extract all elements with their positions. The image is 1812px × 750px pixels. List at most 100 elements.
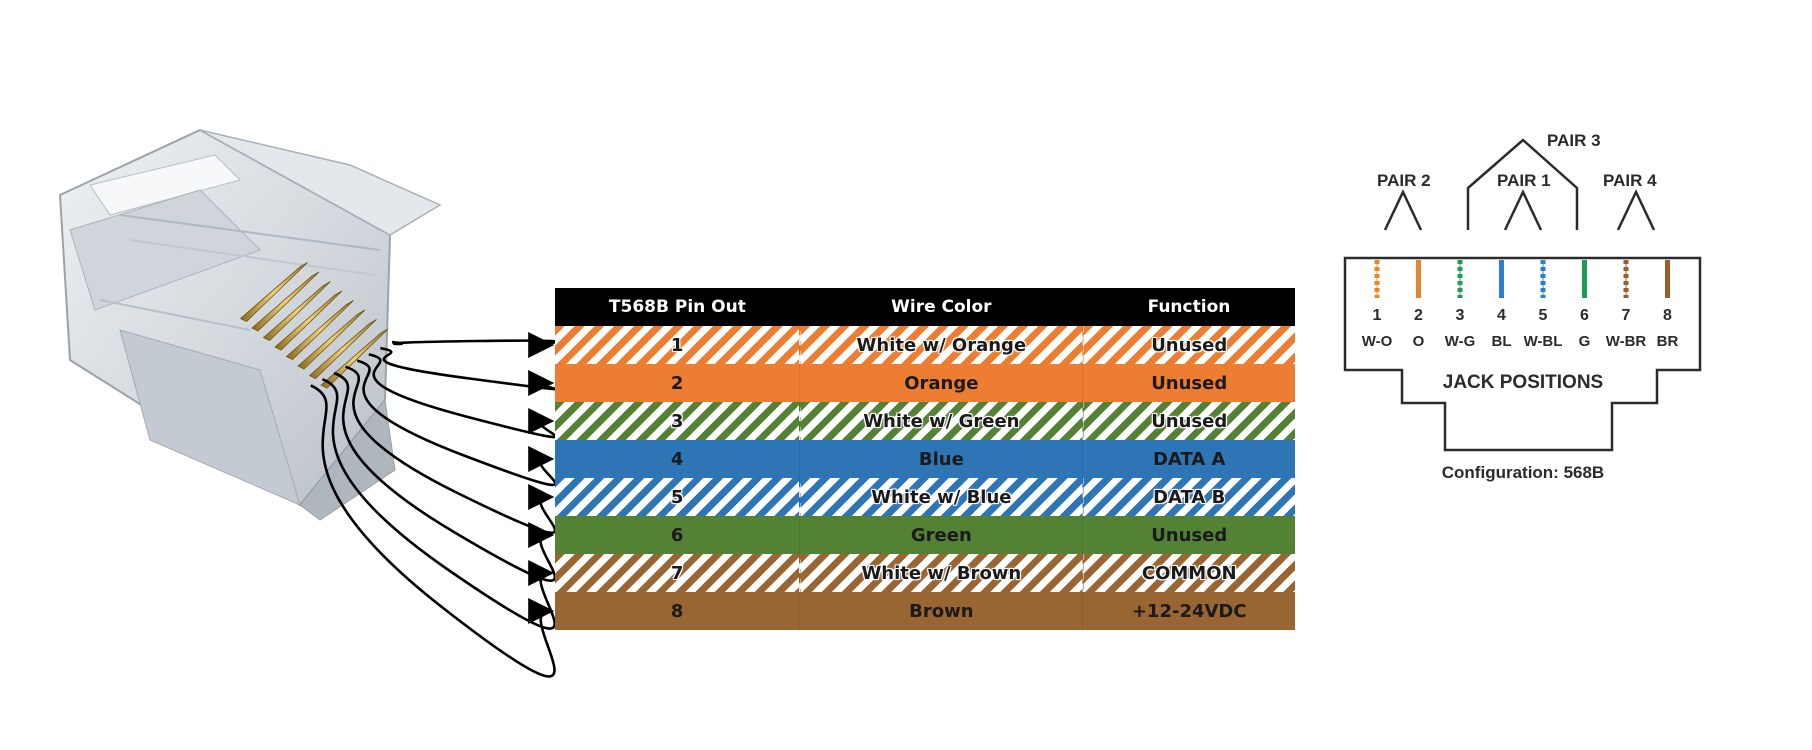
- wire-color-cell: Brown: [799, 592, 1083, 630]
- function-cell: Unused: [1082, 402, 1295, 440]
- jack-position-number: 1: [1373, 307, 1382, 324]
- function-cell-text: DATA B: [1153, 486, 1226, 508]
- wire-color-cell-text: White w/ Brown: [861, 562, 1022, 584]
- pair-4-label: PAIR 4: [1603, 171, 1657, 190]
- header-function: Function: [1082, 288, 1295, 326]
- pin-arrow: [333, 371, 557, 582]
- header-wire-color: Wire Color: [799, 288, 1083, 326]
- jack-position-number: 2: [1414, 307, 1423, 324]
- wire-color-cell-text: White w/ Blue: [871, 486, 1012, 508]
- pin-cell-text: 1: [670, 334, 684, 356]
- pin-arrow: [345, 365, 557, 535]
- function-cell-text: Unused: [1151, 410, 1228, 432]
- pair-brackets: [1383, 138, 1656, 231]
- pin-cell-text: 2: [670, 372, 684, 394]
- jack-position: 1W-O: [1362, 260, 1393, 350]
- jack-position: 7W-BR: [1606, 260, 1647, 350]
- wire-color-cell: White w/ Green: [799, 402, 1083, 440]
- jack-position: 4BL: [1492, 260, 1512, 350]
- jack-position: 3W-G: [1445, 260, 1476, 350]
- table-row: 6 Green Unused: [555, 516, 1295, 554]
- wire-color-cell: Green: [799, 516, 1083, 554]
- table-row: 1 White w/ Orange Unused: [555, 326, 1295, 364]
- gold-contact: [239, 262, 308, 322]
- function-cell-text: Unused: [1151, 524, 1228, 546]
- table-row: 2 Orange Unused: [555, 364, 1295, 402]
- pin-cell-text: 8: [670, 600, 684, 622]
- plug-gold-contacts: [239, 262, 389, 389]
- jack-position-code: W-BL: [1524, 333, 1563, 350]
- header-pin-out: T568B Pin Out: [555, 288, 800, 326]
- pin-cell: 4: [555, 440, 800, 478]
- pin-cell: 3: [555, 402, 800, 440]
- pin-cell: 7: [555, 554, 800, 592]
- table-row: 7 White w/ Brown COMMON: [555, 554, 1295, 592]
- table-header-row: T568B Pin Out Wire Color Function: [555, 288, 1295, 326]
- jack-position-code: O: [1413, 333, 1425, 350]
- function-cell: +12-24VDC: [1082, 592, 1295, 630]
- pair-3-label: PAIR 3: [1547, 131, 1601, 150]
- function-cell: COMMON: [1082, 554, 1295, 592]
- jack-position-code: W-G: [1445, 333, 1476, 350]
- pin-arrow: [380, 346, 558, 397]
- jack-position: 2O: [1413, 260, 1425, 350]
- jack-position-number: 7: [1622, 307, 1631, 324]
- rj45-plug-illustration: [58, 128, 442, 521]
- jack-position: 8BR: [1657, 260, 1679, 350]
- pin-cell: 6: [555, 516, 800, 554]
- function-cell: DATA B: [1082, 478, 1295, 516]
- pin-arrow: [391, 331, 558, 358]
- jack-position-number: 4: [1497, 307, 1506, 324]
- jack-position-code: W-O: [1362, 333, 1393, 350]
- pair-2-bracket: [1383, 189, 1423, 231]
- wire-color-cell-text: Brown: [909, 600, 974, 622]
- gold-contact: [274, 290, 343, 351]
- gold-contact: [297, 309, 366, 370]
- jack-positions-label: JACK POSITIONS: [1443, 372, 1603, 393]
- jack-outline: [1343, 256, 1702, 452]
- wire-color-cell-text: White w/ Green: [863, 410, 1020, 432]
- function-cell-text: COMMON: [1141, 562, 1237, 584]
- function-cell: Unused: [1082, 516, 1295, 554]
- configuration-label: Configuration: 568B: [1442, 463, 1604, 482]
- function-cell-text: +12-24VDC: [1131, 600, 1247, 622]
- pin-arrow: [310, 384, 556, 678]
- pin-cell: 5: [555, 478, 800, 516]
- pin-arrow: [356, 359, 557, 487]
- function-cell-text: Unused: [1151, 334, 1228, 356]
- wire-color-cell: White w/ Orange: [799, 326, 1083, 364]
- jack-position-number: 3: [1456, 307, 1465, 324]
- table-row: 4 Blue DATA A: [555, 440, 1295, 478]
- jack-position: 5W-BL: [1524, 260, 1563, 350]
- wire-color-cell-text: White w/ Orange: [856, 334, 1027, 356]
- function-cell-text: Unused: [1151, 372, 1228, 394]
- jack-position-code: BR: [1657, 333, 1679, 350]
- wire-color-cell: Orange: [799, 364, 1083, 402]
- jack-position: 6G: [1579, 260, 1590, 350]
- wire-color-cell-text: Blue: [918, 448, 964, 470]
- pin-cell-text: 3: [670, 410, 684, 432]
- function-cell: Unused: [1082, 326, 1295, 364]
- pin-cell-text: 7: [670, 562, 684, 584]
- pair-1-label: PAIR 1: [1497, 171, 1551, 190]
- jack-positions-diagram: PAIR 2 PAIR 3 PAIR 1 PAIR 4 1W-O2O3W-G4B…: [1343, 131, 1702, 482]
- pin-cell-text: 6: [670, 524, 684, 546]
- pin-cell: 1: [555, 326, 800, 364]
- jack-position-code: W-BR: [1606, 333, 1647, 350]
- function-cell-text: DATA A: [1152, 448, 1226, 470]
- pair-3-bracket: [1466, 138, 1579, 230]
- gold-contact: [251, 271, 320, 332]
- table-row: 5 White w/ Blue DATA B: [555, 478, 1295, 516]
- gold-contact: [308, 319, 377, 379]
- wire-color-cell: White w/ Brown: [799, 554, 1083, 592]
- jack-position-code: BL: [1492, 333, 1512, 350]
- pair-1-bracket: [1503, 189, 1543, 231]
- pin-cell: 8: [555, 592, 800, 630]
- pin-arrow: [368, 353, 557, 439]
- pin-cell-text: 4: [670, 448, 684, 470]
- wire-color-cell: White w/ Blue: [799, 478, 1083, 516]
- wire-color-cell: Blue: [799, 440, 1083, 478]
